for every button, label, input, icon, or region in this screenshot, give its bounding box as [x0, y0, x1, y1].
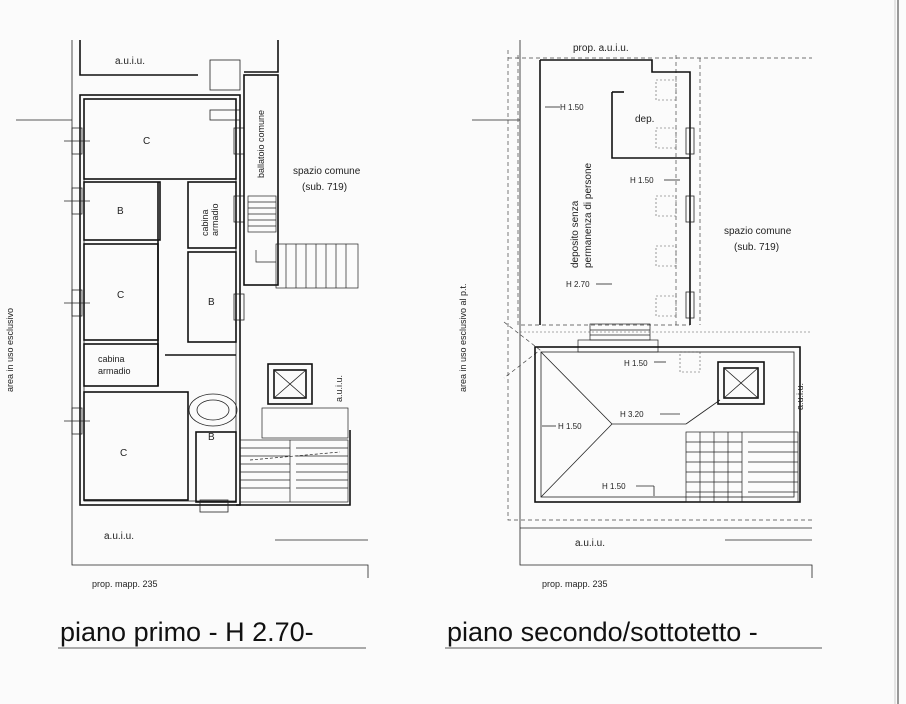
right-h150-b: H 1.50 — [630, 176, 654, 185]
right-h150-a: H 1.50 — [560, 103, 584, 112]
cabina1-rotated: cabina armadio — [200, 203, 220, 236]
right-bottom-auiu: a.u.i.u. — [575, 538, 605, 549]
round-bay — [188, 393, 238, 427]
dash-outline-a — [507, 50, 812, 521]
attic-inner — [540, 351, 795, 498]
cabina2-line2: armadio — [98, 366, 131, 376]
left-stair-enclosure — [236, 430, 351, 506]
left-property-line — [71, 40, 369, 578]
deposito-rotated: deposito senza permanenza di persone — [570, 162, 594, 268]
ballatoio-label: ballatoio comune — [256, 110, 266, 178]
right-h150-c: H 1.50 — [624, 359, 648, 368]
room-label-b2: B — [208, 297, 215, 308]
right-dep: dep. — [635, 114, 654, 125]
dep-room-wall — [611, 92, 690, 159]
right-auiu-right: a.u.i.u. — [795, 383, 805, 410]
top-unit-wall-right — [244, 40, 279, 73]
deposito-windows — [685, 127, 695, 319]
internal-stairs-right — [685, 431, 799, 503]
room-label-c3: C — [120, 448, 127, 459]
left-windows — [64, 127, 90, 435]
right-h320: H 3.20 — [620, 410, 644, 419]
room-label-b1: B — [117, 206, 124, 217]
right-spazio-line1: spazio comune — [724, 226, 792, 237]
room-b2 — [187, 251, 237, 343]
room-label-c2: C — [117, 290, 124, 301]
right-plan-title: piano secondo/sottotetto - — [447, 617, 758, 647]
dash-outline-b — [517, 55, 690, 326]
cabina1-line2: armadio — [210, 203, 220, 236]
dep-boxes — [655, 79, 701, 373]
height-markers — [542, 106, 680, 496]
deposito-line1: deposito senza — [570, 200, 581, 268]
left-plan — [16, 40, 369, 578]
room-cabina1 — [187, 181, 237, 249]
attic-outline — [534, 346, 801, 503]
left-area-side: area in uso esclusivo — [5, 308, 15, 392]
lift-cross — [273, 369, 307, 399]
lift-core-right — [717, 361, 765, 405]
right-property-line — [519, 40, 813, 578]
left-spazio-line1: spazio comune — [293, 166, 361, 177]
deposito-line2: permanenza di persone — [583, 162, 594, 268]
cabina2-line1: cabina — [98, 354, 125, 364]
left-prop: prop. mapp. 235 — [92, 579, 158, 589]
room-c3 — [83, 391, 189, 501]
right-top-label: prop. a.u.i.u. — [573, 43, 629, 54]
left-auiu-right: a.u.i.u. — [334, 375, 344, 402]
roof-hips — [540, 351, 721, 498]
external-stair — [247, 195, 359, 289]
right-h270: H 2.70 — [566, 280, 590, 289]
room-b3 — [195, 431, 237, 503]
bottom-bay — [199, 499, 229, 513]
room-c1 — [83, 98, 237, 180]
deposito-wall-top — [540, 59, 691, 325]
right-h150-d: H 1.50 — [558, 422, 582, 431]
lift-core — [267, 363, 313, 405]
left-building-outline — [79, 94, 241, 506]
left-plan-title: piano primo - H 2.70- — [60, 617, 314, 647]
left-spazio-line2: (sub. 719) — [302, 182, 347, 193]
right-plan — [472, 40, 813, 578]
right-spazio-line2: (sub. 719) — [734, 242, 779, 253]
right-h150-e: H 1.50 — [602, 482, 626, 491]
internal-stairs-left — [239, 407, 349, 503]
lift-cross-right — [723, 367, 759, 399]
right-area-side: area in uso esclusivo al p.t. — [458, 283, 468, 392]
room-label-b3: B — [208, 432, 215, 443]
dash-outline-f — [503, 321, 541, 379]
right-prop: prop. mapp. 235 — [542, 579, 608, 589]
room-b1 — [83, 181, 161, 241]
cabina1-line1: cabina — [200, 209, 210, 236]
room-label-c1: C — [143, 136, 150, 147]
ballatoio-strip — [243, 74, 279, 286]
top-unit-wall — [79, 40, 198, 76]
round-bay-inner — [196, 399, 230, 421]
left-top-label: a.u.i.u. — [115, 56, 145, 67]
left-bottom-auiu: a.u.i.u. — [104, 531, 134, 542]
room-cabina2 — [83, 343, 159, 387]
